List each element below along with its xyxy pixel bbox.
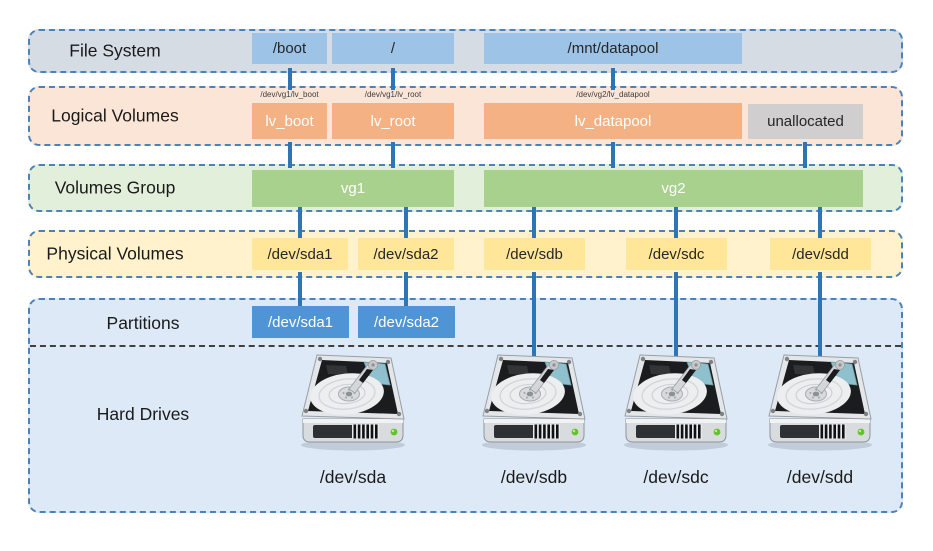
volumes-group-label: Volumes Group: [54, 177, 176, 198]
drive-sdc-label: /dev/sdc: [643, 467, 709, 487]
connector-vg2-sdd: [818, 204, 822, 240]
connector-pvsda2-partition: [404, 272, 408, 308]
unallocated-box: unallocated: [748, 104, 863, 139]
hard-drive-icon: [620, 352, 732, 452]
vg1-box: vg1: [252, 170, 454, 207]
lv-datapool-path: /dev/vg2/lv_datapool: [576, 90, 650, 99]
partitions-hard-drives-layer: [28, 298, 903, 513]
hard-drive-icon: [764, 352, 876, 452]
partitions-label: Partitions: [106, 313, 180, 333]
lv-boot-path: /dev/vg1/lv_boot: [260, 90, 319, 99]
partition-sda2-box: /dev/sda2: [358, 306, 455, 338]
connector-vg2-sdb: [532, 204, 536, 240]
connector-lvdatapool-vg2: [611, 142, 615, 168]
connector-lvboot-vg1: [288, 142, 292, 168]
pv-sdb-box: /dev/sdb: [484, 238, 585, 270]
connector-boot-lvboot: [288, 68, 292, 90]
partitions-drives-divider: [30, 345, 901, 347]
partition-sda1-box: /dev/sda1: [252, 306, 349, 338]
connector-pvsdb-drive: [532, 272, 536, 358]
drive-sdd-label: /dev/sdd: [786, 467, 854, 487]
physical-volumes-label: Physical Volumes: [46, 243, 184, 264]
drive-sda-label: /dev/sda: [319, 467, 387, 487]
filesystem-datapool-box: /mnt/datapool: [484, 33, 742, 64]
lv-root-box: lv_root: [332, 103, 454, 139]
pv-sda2-box: /dev/sda2: [358, 238, 454, 270]
logical-volumes-label: Logical Volumes: [51, 105, 179, 126]
filesystem-root-box: /: [332, 33, 454, 64]
file-system-label: File System: [69, 40, 161, 61]
connector-vg1-sda1: [298, 204, 302, 240]
file-system-layer: [28, 29, 903, 73]
connector-vg1-sda2: [404, 204, 408, 240]
connector-pvsdc-drive: [674, 272, 678, 358]
pv-sdc-box: /dev/sdc: [626, 238, 727, 270]
lv-datapool-box: lv_datapool: [484, 103, 742, 139]
connector-root-lvroot: [391, 68, 395, 90]
hard-drive-icon: [478, 352, 590, 452]
lv-boot-box: lv_boot: [252, 103, 327, 139]
connector-pvsda1-partition: [298, 272, 302, 308]
drive-sdb-label: /dev/sdb: [500, 467, 568, 487]
vg2-box: vg2: [484, 170, 863, 207]
pv-sdd-box: /dev/sdd: [770, 238, 871, 270]
filesystem-boot-box: /boot: [252, 33, 327, 64]
connector-lvroot-vg1: [391, 142, 395, 168]
hard-drive-icon: [297, 352, 409, 452]
connector-vg2-sdc: [674, 204, 678, 240]
pv-sda1-box: /dev/sda1: [252, 238, 348, 270]
physical-volumes-layer: [28, 230, 903, 278]
connector-datapool-lvdatapool: [611, 68, 615, 90]
hard-drives-label: Hard Drives: [96, 404, 190, 424]
connector-unallocated-vg2: [803, 142, 807, 168]
connector-pvsdd-drive: [818, 272, 822, 358]
lv-root-path: /dev/vg1/lv_root: [364, 90, 422, 99]
